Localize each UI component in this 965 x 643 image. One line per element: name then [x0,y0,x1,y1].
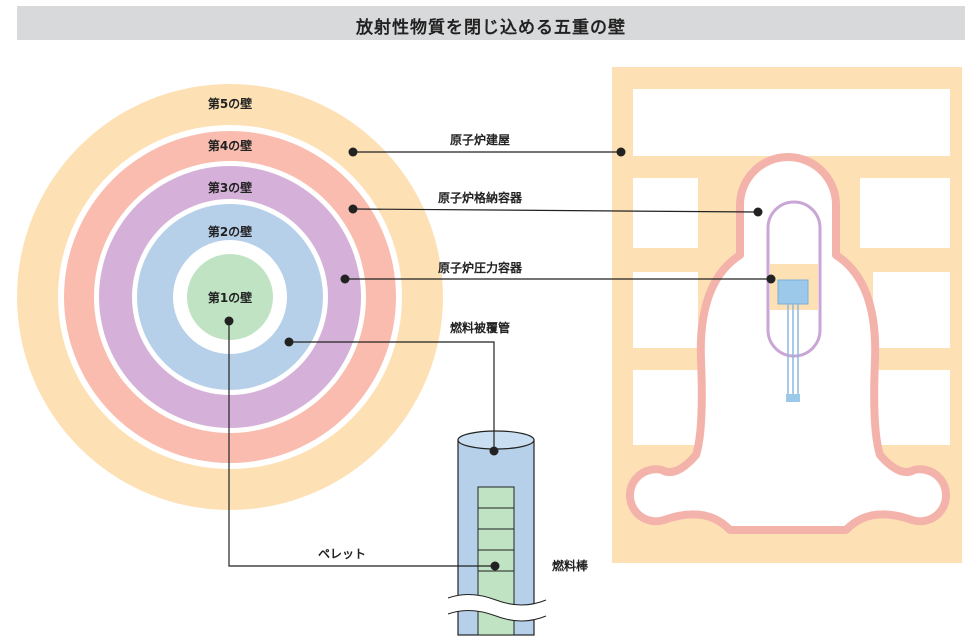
leader-dot [753,207,763,217]
label-cladding: 燃料被覆管 [450,320,510,335]
label-reactor-building: 原子炉建屋 [450,132,510,147]
fuel-rod-break-line-bottom [447,610,547,622]
leader-dot [224,316,234,326]
building-room-right-2 [873,272,950,348]
fuel-rod [447,430,547,636]
wall-1-disc [187,254,273,340]
building-room-right-notch [860,210,880,222]
reactor-core [777,279,809,305]
control-rod-drive [786,394,800,402]
wall-2-label: 第2の壁 [208,224,252,239]
label-containment-vessel: 原子炉格納容器 [438,190,523,205]
leader-dot [616,147,626,157]
fuel-rod-break-line-top [447,594,547,606]
wall-1-label: 第1の壁 [208,290,252,305]
building-room-right-3 [873,370,950,445]
wall-3-label: 第3の壁 [208,180,252,195]
leader-dot [348,147,358,157]
concentric-walls [17,84,443,510]
building-room-left-3 [633,370,698,445]
leader-lines [228,151,771,567]
leader-containment-vessel [352,208,759,213]
leader-dot [490,561,500,571]
leader-dot [348,204,358,214]
building-ring-right [904,482,932,510]
leader-dots [224,147,776,571]
leader-dot [766,274,776,284]
page-title: 放射性物質を閉じ込める五重の壁 [356,18,626,38]
label-pressure-vessel: 原子炉圧力容器 [438,260,523,275]
wall-5-label: 第5の壁 [208,96,252,111]
building-room-left-1 [633,178,698,248]
leader-dot [284,337,294,347]
leader-dot [340,274,350,284]
leader-dot [489,446,499,456]
leader-cladding [289,341,495,451]
fuel-rod-top [457,430,535,450]
fuel-rod-break [448,594,546,621]
building-room-top [633,89,950,156]
label-fuel-rod: 燃料棒 [552,558,589,573]
building-ring-left [644,482,672,510]
wall-4-label: 第4の壁 [208,138,252,153]
title-bar: 放射性物質を閉じ込める五重の壁 [17,6,965,40]
label-pellet: ペレット [318,547,366,561]
building-room-left-2 [633,272,698,348]
leader-pellet [228,321,495,567]
